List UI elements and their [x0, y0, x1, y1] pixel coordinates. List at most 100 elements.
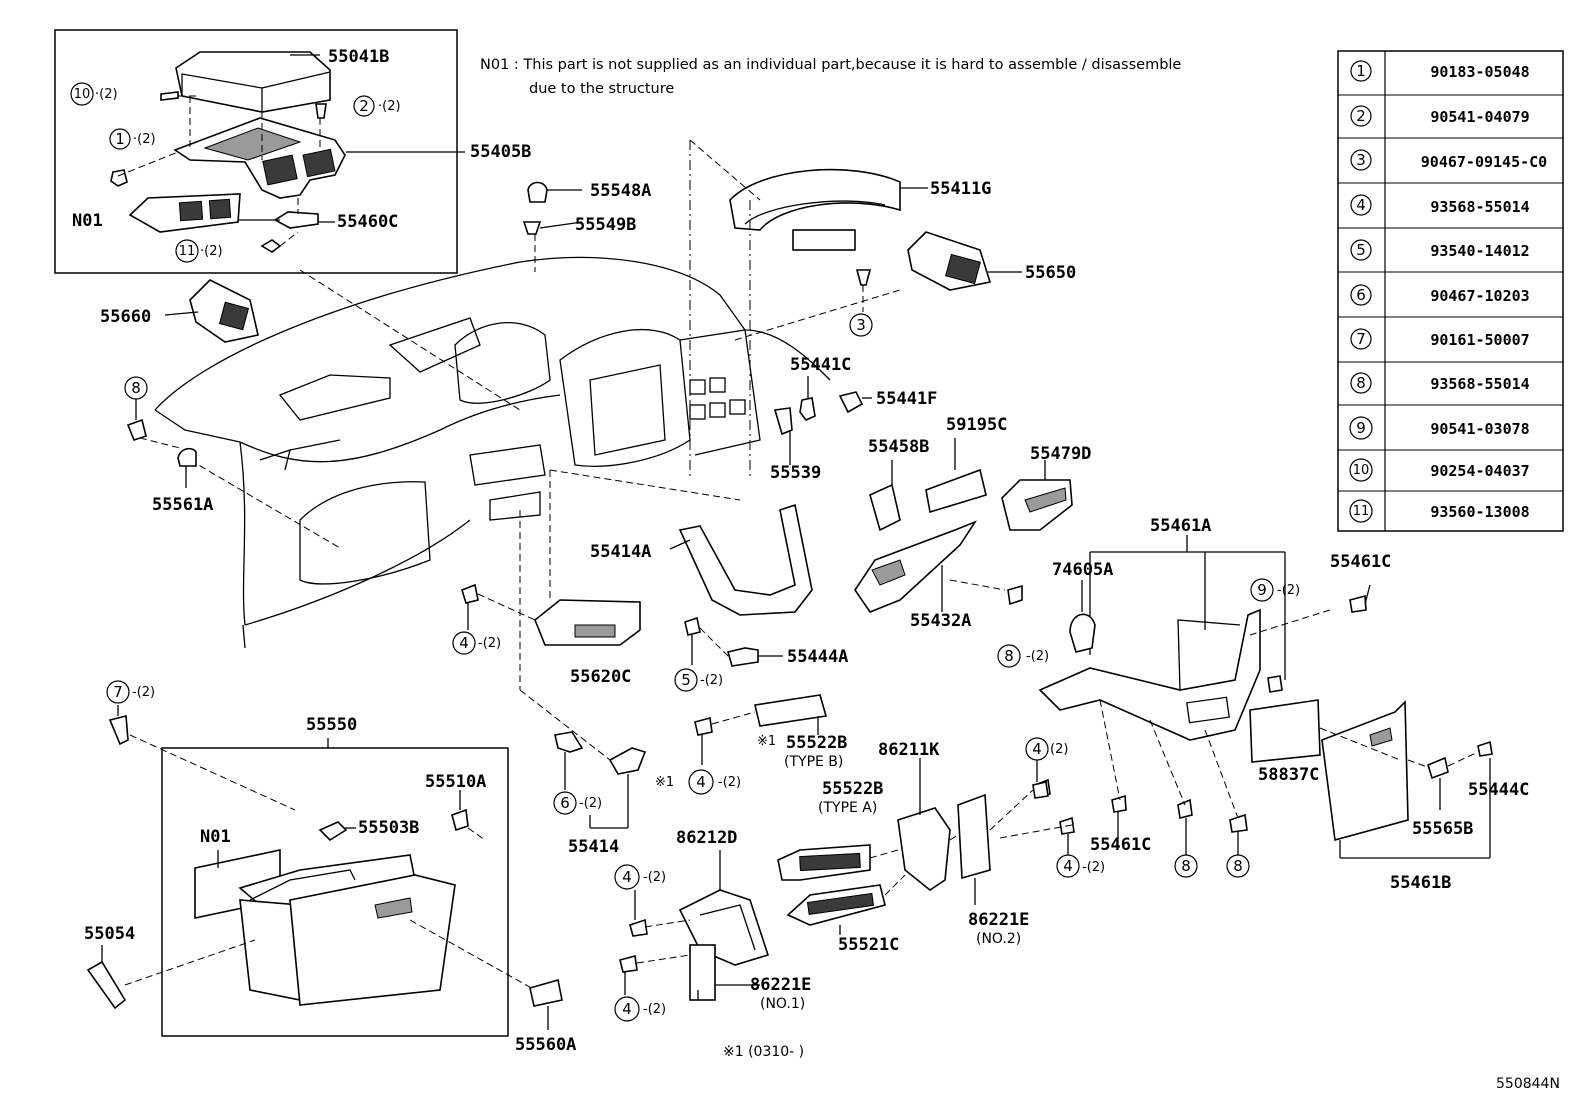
table-index: 9: [1356, 419, 1366, 437]
callout-4: 4: [1063, 857, 1073, 875]
footnote: ※1 (0310- ): [723, 1044, 804, 1060]
callout-4: 4: [1032, 740, 1042, 758]
callout-8: 8: [1004, 647, 1014, 665]
label-55550: 55550: [306, 715, 357, 735]
label-55510a: 55510A: [425, 772, 486, 792]
table-index: 10: [1353, 463, 1370, 478]
label-55041b: 55041B: [328, 47, 389, 67]
qty: -(2): [643, 870, 666, 885]
callout-9: 9: [1257, 581, 1267, 599]
qty: -(2): [1026, 649, 1049, 664]
table-index: 2: [1356, 107, 1366, 125]
parts-right: [1034, 535, 1493, 859]
qty: -(2): [700, 673, 723, 688]
table-index: 5: [1356, 241, 1366, 259]
label-55460c: 55460C: [337, 212, 398, 232]
table-row: 8 93568-55014: [1350, 372, 1530, 394]
star-note-b: ※1: [757, 734, 776, 749]
note-line-2: due to the structure: [529, 81, 674, 97]
qty: -(2): [579, 796, 602, 811]
table-row: 11 93560-13008: [1349, 499, 1530, 523]
callout-11: 11: [179, 244, 196, 259]
qty: ·(2): [378, 99, 401, 114]
parts-glovebox: [86, 705, 563, 1037]
label-55565b: 55565B: [1412, 819, 1473, 839]
qty: -(2): [1277, 583, 1300, 598]
label-55503b: 55503B: [358, 818, 419, 838]
label-type-a: (TYPE A): [818, 800, 877, 816]
table-row: 1 90183-05048: [1350, 60, 1530, 82]
label-55660: 55660: [100, 307, 151, 327]
label-55522b-type-a: 55522B: [822, 779, 883, 799]
table-part-number: 90183-05048: [1430, 63, 1529, 81]
label-55441f: 55441F: [876, 389, 937, 409]
callout-4: 4: [696, 773, 706, 791]
table-part-number: 90161-50007: [1430, 331, 1529, 349]
label-55405b: 55405B: [470, 142, 531, 162]
label-55521c: 55521C: [838, 935, 899, 955]
table-row: 4 93568-55014: [1350, 194, 1530, 216]
label-55479d: 55479D: [1030, 444, 1091, 464]
label-55054: 55054: [84, 924, 135, 944]
table-row: 6 90467-10203: [1350, 284, 1530, 306]
label-55549b: 55549B: [575, 215, 636, 235]
qty: -(2): [1082, 860, 1105, 875]
label-55414a: 55414A: [590, 542, 651, 562]
label-55458b: 55458B: [868, 437, 929, 457]
table-row: 10 90254-04037: [1349, 458, 1530, 482]
label-55461a: 55461A: [1150, 516, 1211, 536]
label-55548a: 55548A: [590, 181, 651, 201]
qty: ·(2): [133, 132, 156, 147]
parts-middle: [669, 376, 1073, 616]
label-no2: (NO.2): [976, 931, 1021, 947]
table-row: 7 90161-50007: [1350, 328, 1530, 350]
label-no1: (NO.1): [760, 996, 805, 1012]
table-part-number: 93540-14012: [1430, 242, 1529, 260]
label-n01-vent: N01: [72, 211, 103, 231]
label-86212d: 86212D: [676, 828, 737, 848]
qty: -(2): [643, 1002, 666, 1017]
callout-8: 8: [1181, 857, 1191, 875]
label-55461c-bottom: 55461C: [1090, 835, 1151, 855]
diagram-id: 550844N: [1496, 1076, 1560, 1092]
callout-2: 2: [359, 97, 369, 115]
parts-55414: [519, 689, 828, 829]
callout-6: 6: [560, 794, 570, 812]
table-index: 7: [1356, 330, 1366, 348]
qty: -(2): [718, 775, 741, 790]
star-note-c: ※1: [655, 775, 674, 790]
table-part-number: 90467-09145-C0: [1421, 153, 1547, 171]
label-55444a: 55444A: [787, 647, 848, 667]
label-58837c: 58837C: [1258, 765, 1319, 785]
parts-top: [164, 168, 1022, 343]
label-74605a: 74605A: [1052, 560, 1113, 580]
qty: ·(2): [200, 244, 223, 259]
table-part-number: 93568-55014: [1430, 375, 1529, 393]
label-55650: 55650: [1025, 263, 1076, 283]
callout-1: 1: [115, 130, 125, 148]
inset-box-55405b: [54, 29, 465, 274]
table-part-number: 90541-04079: [1430, 108, 1529, 126]
label-55444c: 55444C: [1468, 780, 1529, 800]
qty: -(2): [132, 685, 155, 700]
label-55539: 55539: [770, 463, 821, 483]
label-55414: 55414: [568, 837, 619, 857]
table-index: 1: [1356, 62, 1366, 80]
parts-audio: [619, 758, 1049, 1001]
label-86221e-no2: 86221E: [968, 910, 1029, 930]
callout-4: 4: [459, 634, 469, 652]
label-n01-plate: N01: [200, 827, 231, 847]
note-line-1: N01 : This part is not supplied as an in…: [480, 57, 1181, 73]
table-row: 5 93540-14012: [1350, 239, 1530, 261]
qty: (2): [1050, 742, 1068, 757]
label-55411g: 55411G: [930, 179, 991, 199]
fastener-reference-table: 1 90183-05048 2 90541-04079 3 90467-0914…: [1337, 50, 1564, 532]
parts-lower-middle: [461, 470, 783, 690]
callout-5: 5: [681, 671, 691, 689]
table-row: 2 90541-04079: [1350, 105, 1530, 127]
callout-10: 10: [74, 87, 91, 102]
table-index: 4: [1356, 196, 1366, 214]
label-55432a: 55432A: [910, 611, 971, 631]
table-index: 6: [1356, 286, 1366, 304]
label-86221e-no1: 86221E: [750, 975, 811, 995]
